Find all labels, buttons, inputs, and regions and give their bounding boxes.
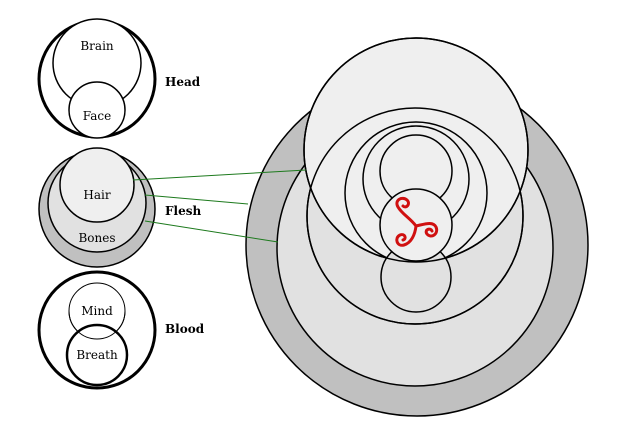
head-label: Head: [165, 75, 201, 89]
bones-connector: [144, 220, 279, 243]
flesh-connector: [144, 194, 249, 205]
connector-lines: [132, 169, 307, 243]
large-diagram: [245, 37, 589, 417]
breath-label: Breath: [76, 348, 118, 362]
triskelion-icon: [395, 196, 439, 247]
blood-label: Blood: [165, 322, 205, 336]
face-label: Face: [83, 109, 112, 123]
large-top-circle-outline: [303, 37, 529, 263]
breath-circle: [65, 323, 129, 387]
bones-label: Bones: [78, 231, 115, 245]
mind-label: Mind: [81, 304, 113, 318]
large-inner-ring-outline: [306, 107, 524, 325]
hair-label: Hair: [83, 188, 110, 202]
head-diagram: Brain Face Head: [37, 18, 201, 139]
brain-label: Brain: [80, 39, 114, 53]
hair-connector: [132, 169, 307, 181]
flesh-diagram: Hair Bones Flesh: [38, 147, 201, 268]
blood-diagram: Mind Breath Blood: [37, 270, 205, 390]
flesh-label: Flesh: [165, 204, 201, 218]
hair-circle: [59, 147, 135, 223]
